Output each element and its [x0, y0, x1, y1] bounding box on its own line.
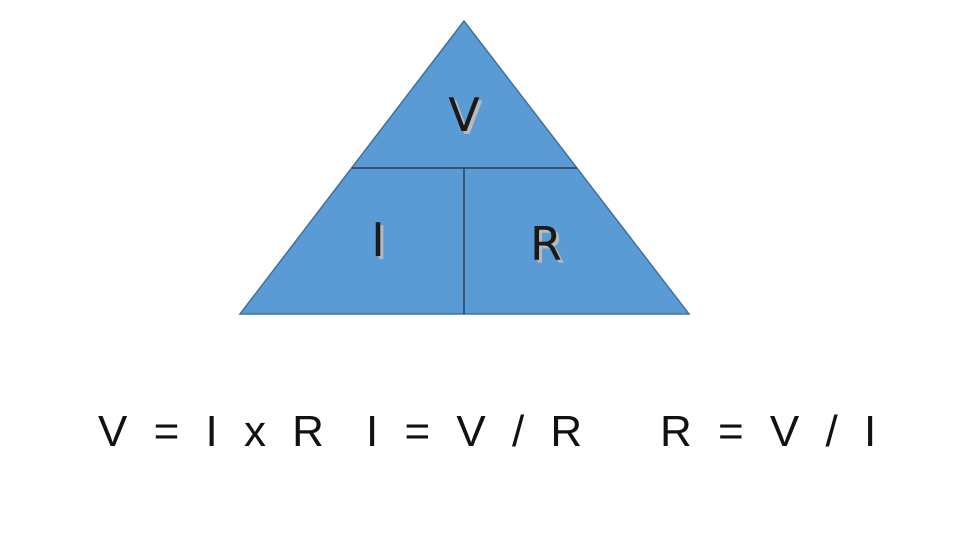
triangle-bottom-right-label: R — [530, 217, 562, 271]
formula-voltage: V = I x R — [98, 407, 331, 456]
triangle-bottom-left-label: I — [371, 213, 385, 267]
triangle-bottom-left-label-shadow: I — [374, 216, 388, 270]
triangle-top-label: V — [448, 88, 480, 142]
formula-current: I = V / R — [366, 407, 590, 456]
formula-resistance: R = V / I — [660, 407, 884, 456]
triangle-bottom-right-label-shadow: R — [533, 220, 565, 274]
triangle-top-label-shadow: V — [451, 91, 483, 145]
